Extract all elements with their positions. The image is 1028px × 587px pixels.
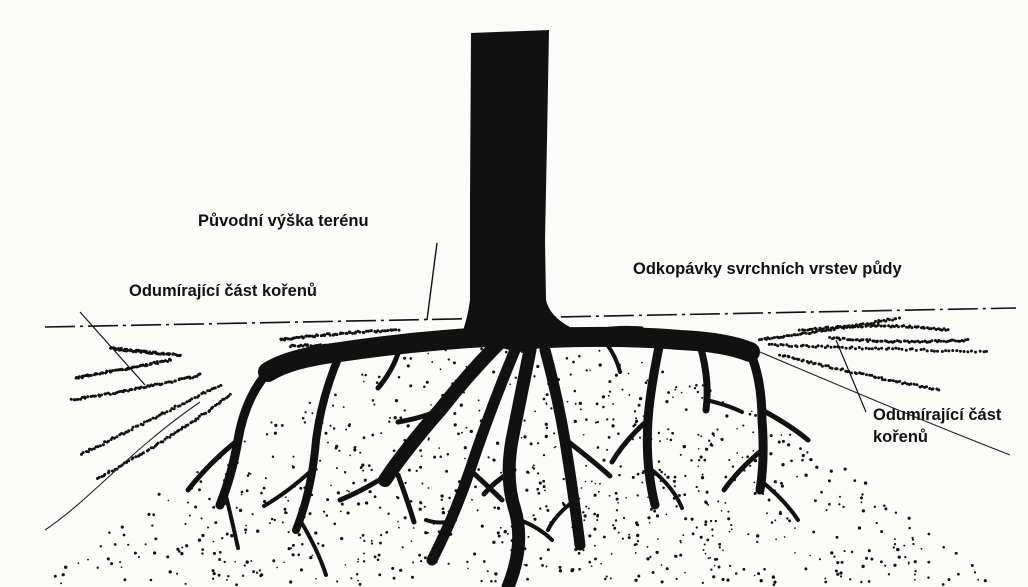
label-dying-roots-right-line1: Odumírající část (873, 406, 1001, 426)
leader-original-height (427, 243, 437, 320)
label-original-terrain-height: Původní výška terénu (198, 212, 369, 232)
label-dying-roots-left: Odumírající část kořenů (129, 282, 317, 302)
leader-dying-right (836, 340, 866, 412)
tree-roots (188, 327, 808, 587)
tree-trunk (460, 30, 600, 352)
label-dying-roots-right-line2: kořenů (873, 428, 928, 448)
label-topsoil-excavation: Odkopávky svrchních vrstev půdy (633, 260, 902, 280)
